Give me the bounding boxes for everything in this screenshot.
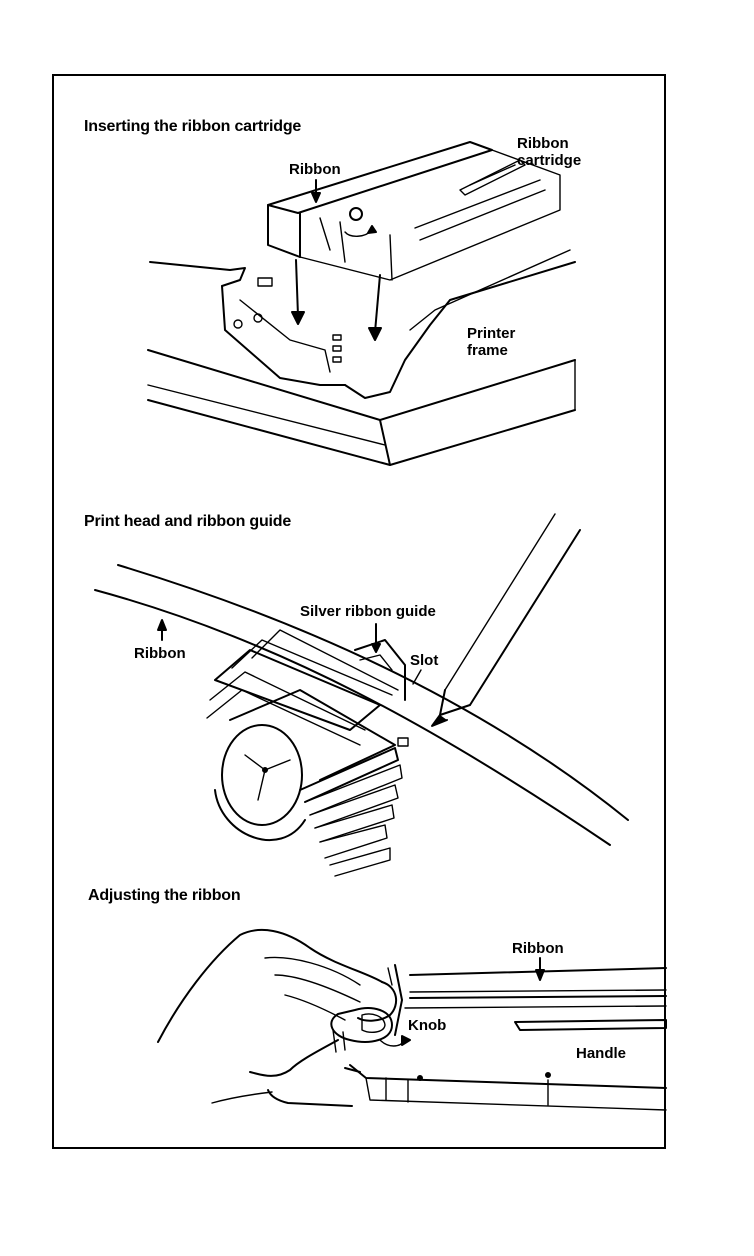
hand-adjusting-knob-illustration (0, 0, 754, 1256)
